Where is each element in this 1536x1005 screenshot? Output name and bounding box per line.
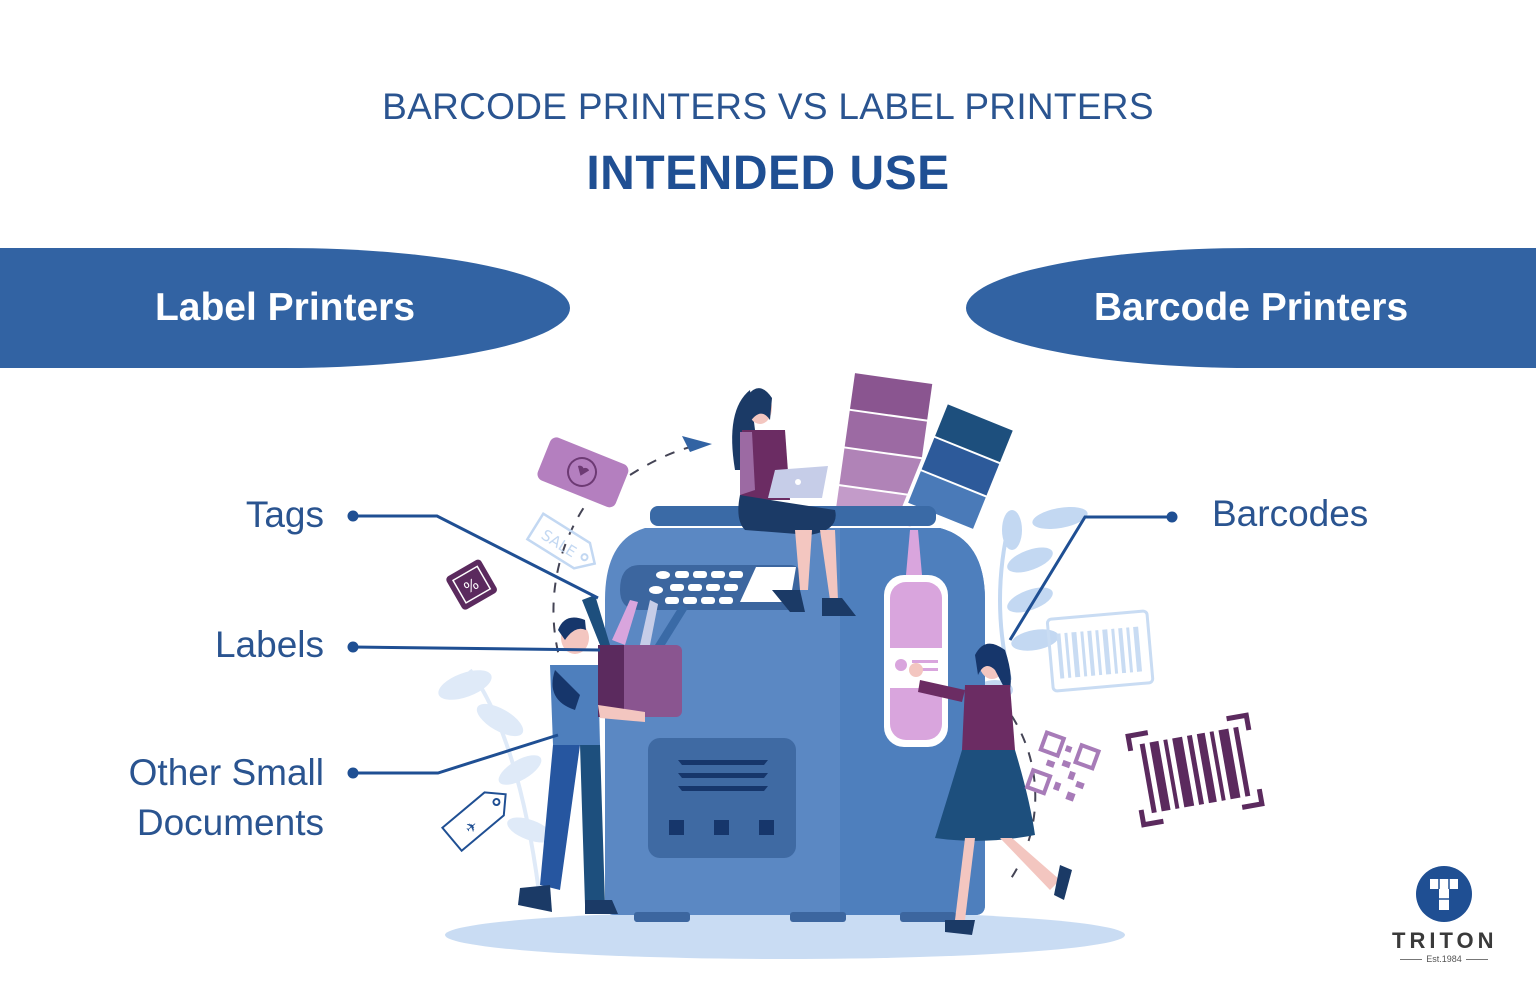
vintage-tag-icon	[535, 435, 631, 510]
man-with-box	[518, 595, 688, 914]
discount-tag-icon: %	[446, 559, 497, 610]
woman-with-glue-bottle	[909, 643, 1072, 935]
item-other-small-documents-line1: Other Small	[128, 752, 324, 793]
documents-bullet-icon	[347, 767, 359, 779]
item-other-small-documents: Other Small Documents	[60, 748, 324, 848]
item-other-small-documents-line2: Documents	[136, 802, 324, 843]
label-printers-banner: Label Printers	[0, 248, 570, 368]
triton-logo: TRITON Est.1984	[1392, 866, 1496, 964]
leaf-decoration-left-icon	[438, 668, 553, 901]
item-labels: Labels	[214, 624, 324, 665]
documents-connector	[353, 733, 559, 775]
keypad-buttons	[649, 571, 743, 604]
item-barcodes: Barcodes	[1212, 493, 1369, 534]
barcodes-connector	[1008, 515, 1172, 641]
logo-rule-right	[1465, 958, 1488, 960]
ground-shadow	[445, 911, 1125, 959]
triton-logo-established: Est.1984	[1392, 954, 1496, 964]
label-printers-heading: Label Printers	[154, 286, 416, 329]
faded-barcode-icon	[1045, 609, 1155, 693]
barcode-scan-icon	[1125, 712, 1265, 828]
triton-logo-name: TRITON	[1392, 928, 1498, 953]
qr-code-icon	[1024, 730, 1102, 802]
barcodes-bullet-icon	[1166, 511, 1178, 523]
barcode-printers-banner: Barcode Printers	[966, 248, 1536, 368]
infographic-subtitle: BARCODE PRINTERS VS LABEL PRINTERS	[382, 86, 1154, 127]
luggage-tag-icon: ✈	[440, 791, 507, 853]
svg-text:✈: ✈	[462, 818, 481, 838]
triton-logo-mark-icon	[1416, 866, 1472, 922]
tags-bullet-icon	[347, 510, 359, 522]
labels-connector	[352, 645, 601, 652]
tags-connector	[353, 514, 599, 600]
item-tags: Tags	[245, 494, 324, 535]
barcode-printers-heading: Barcode Printers	[1093, 286, 1409, 329]
paper-plane-icon	[682, 436, 712, 452]
infographic-title: INTENDED USE	[586, 147, 950, 200]
connector-lines	[352, 514, 1172, 775]
established-text: Est.1984	[1426, 954, 1462, 964]
woman-with-laptop	[732, 388, 856, 616]
logo-rule-left	[1400, 958, 1423, 960]
labels-bullet-icon	[347, 641, 359, 653]
